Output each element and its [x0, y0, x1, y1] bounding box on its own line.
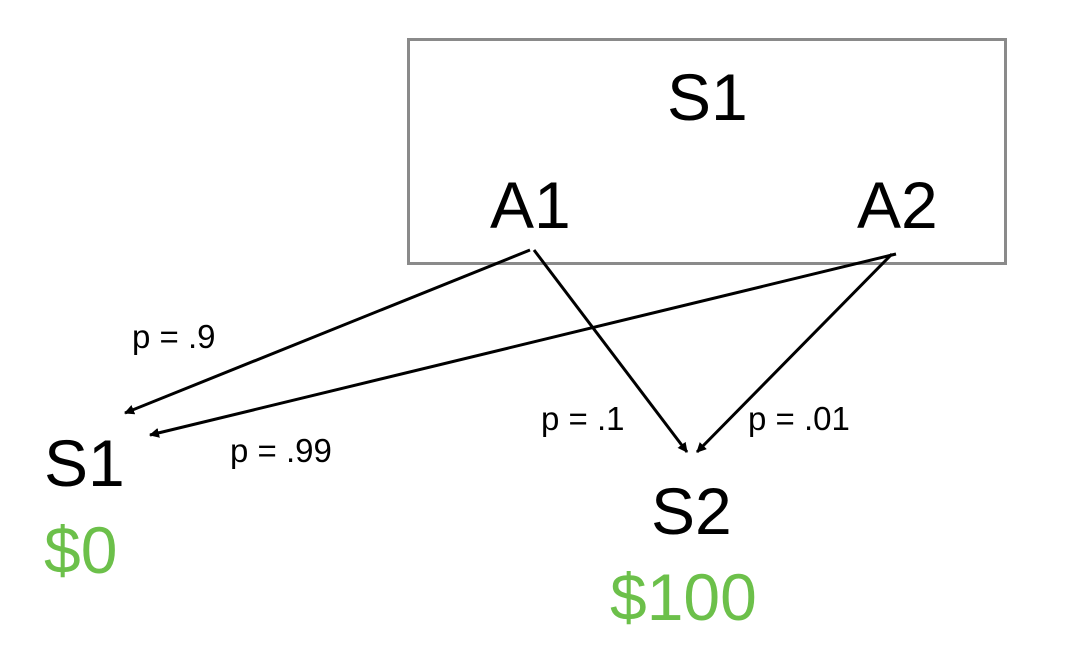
arrow-a2-to-s1 [149, 252, 897, 438]
outcome-s1-label: S1 [44, 426, 125, 500]
prob-a2-to-s1: p = .99 [230, 432, 332, 469]
action-a1-label: A1 [490, 168, 571, 242]
arrow-a1-to-s2 [532, 249, 689, 453]
action-a2-label: A2 [857, 168, 938, 242]
prob-a1-to-s1: p = .9 [132, 318, 216, 355]
top-state-label: S1 [667, 60, 748, 134]
outcome-s2-label: S2 [651, 474, 732, 548]
arrow-a1-to-s1 [124, 248, 531, 415]
outcome-s1-reward: $0 [44, 513, 118, 587]
prob-a2-to-s2: p = .01 [748, 400, 850, 437]
prob-a1-to-s2: p = .1 [541, 400, 625, 437]
outcome-s2-reward: $100 [610, 560, 757, 634]
arrow-a2-to-s2 [695, 252, 894, 454]
state-box [407, 38, 1007, 265]
